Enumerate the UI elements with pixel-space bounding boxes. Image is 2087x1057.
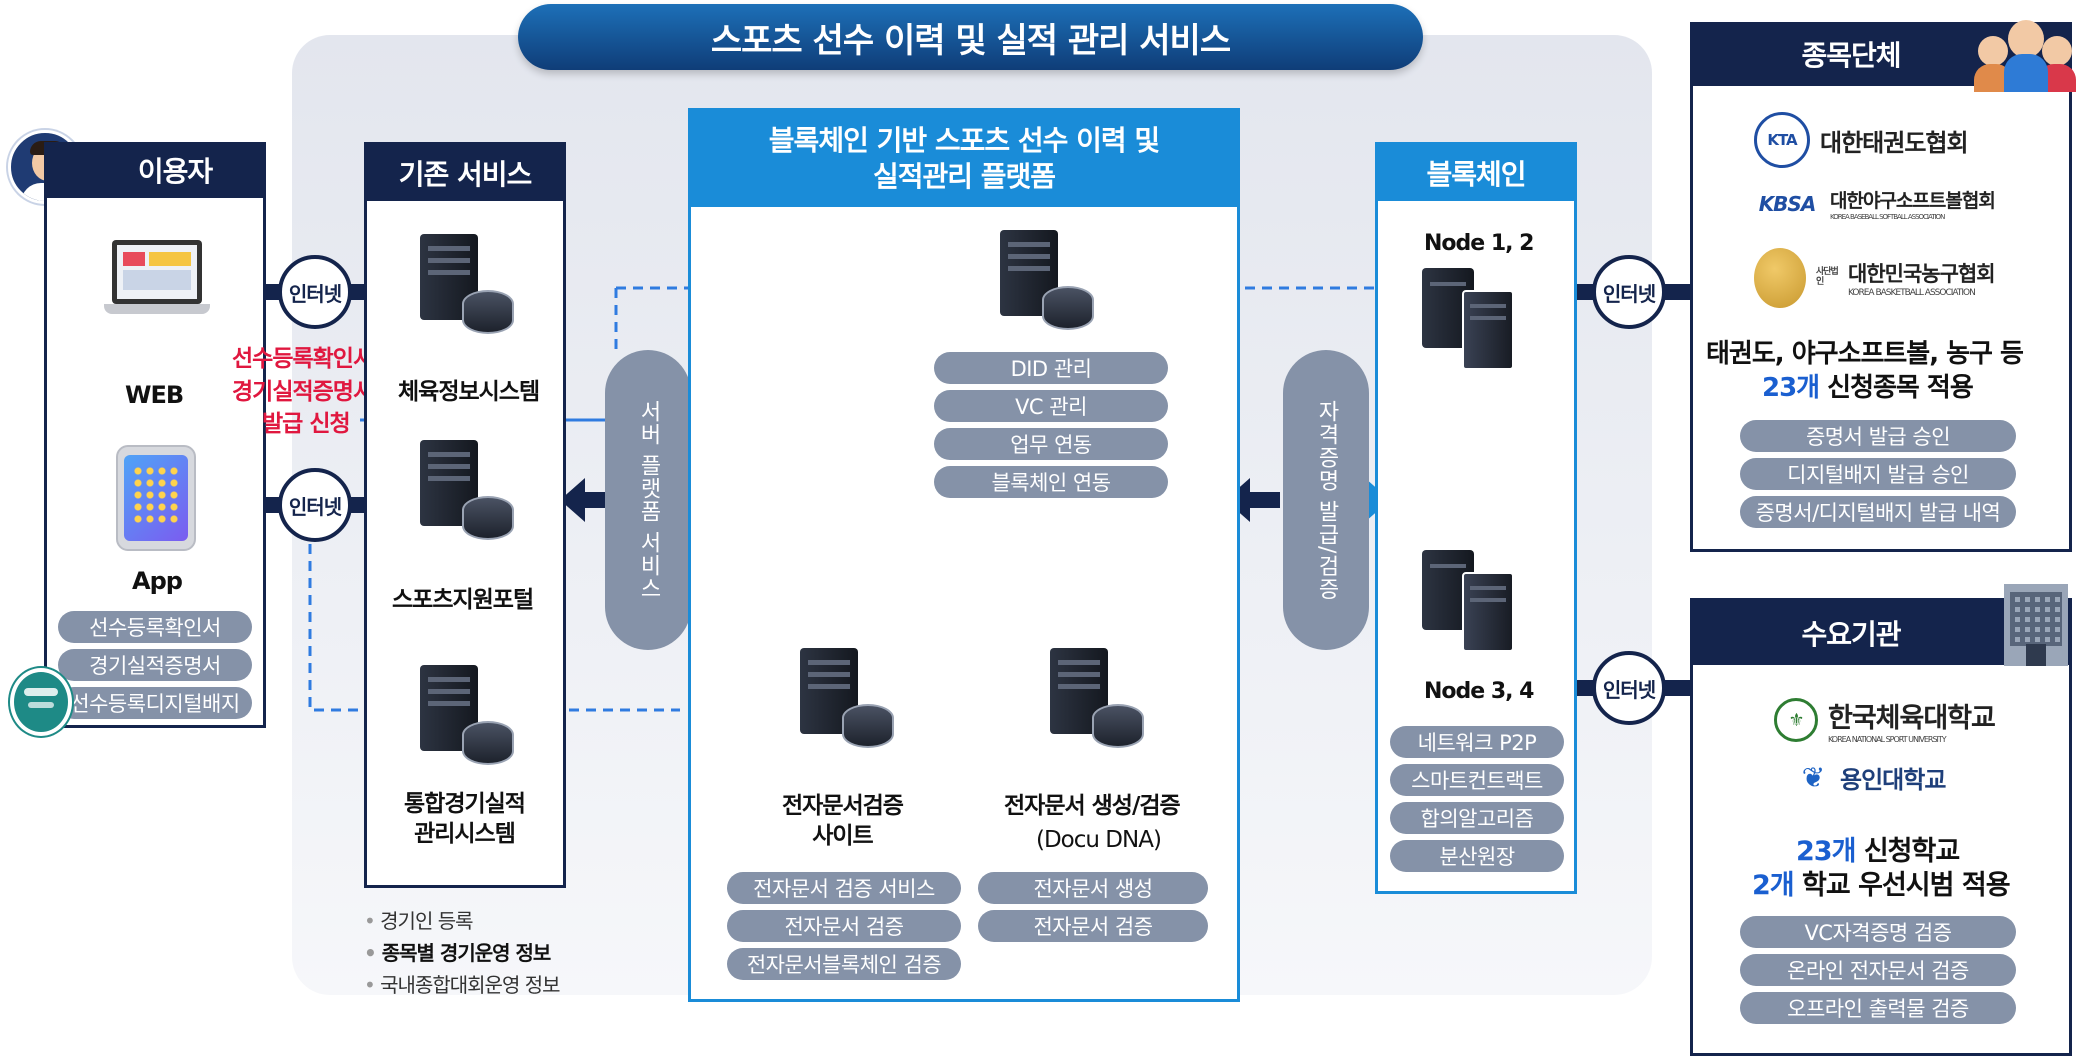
demand-line2-num: 2개	[1752, 870, 1795, 901]
user-item-0: 선수등록확인서	[58, 611, 252, 643]
web-label: WEB	[125, 381, 184, 409]
platform-item-2: 업무 연동	[934, 428, 1168, 460]
demand-line2-text: 학교 우선시범 적용	[1793, 870, 2011, 901]
internet-circle-node12: 인터넷	[1592, 255, 1666, 329]
sports-org-count: 23개	[1762, 373, 1820, 403]
demand-line1: 23개 신청학교	[1796, 834, 1960, 869]
org-knsu-sub: KOREA NATIONAL SPORT UNIVERSITY	[1828, 735, 1947, 744]
smartphone-icon	[116, 445, 196, 551]
laptop-icon	[104, 240, 210, 340]
credential-pill-label: 자격증명 발급/검증	[1314, 399, 1339, 601]
demand-line1-num: 23개	[1796, 836, 1856, 867]
kta-logo-icon: KTA	[1754, 112, 1810, 168]
platform-item-0: DID 관리	[934, 352, 1168, 384]
server-icon-platform-core	[1000, 230, 1100, 330]
digital-badge-icon	[10, 668, 72, 736]
sports-org-count-text: 신청종목 적용	[1819, 373, 1974, 403]
user-header: 이용자	[44, 142, 266, 198]
request-text-0: 선수등록확인서	[232, 346, 374, 372]
org-knsu: ⚜ 한국체육대학교 KOREA NATIONAL SPORT UNIVERSIT…	[1774, 696, 1996, 744]
verify-site-item-0: 전자문서 검증 서비스	[727, 872, 961, 904]
org-knsu-name: 한국체육대학교	[1828, 703, 1996, 734]
blockchain-item-3: 분산원장	[1390, 840, 1564, 872]
user-item-2: 선수등록디지털배지	[58, 687, 252, 719]
request-text-2: 발급 신청	[262, 411, 351, 437]
user-item-1: 경기실적증명서	[58, 649, 252, 681]
demand-org-box: 수요기관	[1690, 598, 2072, 1056]
demand-item-1: 온라인 전자문서 검증	[1740, 954, 2016, 986]
existing-header: 기존 서비스	[367, 145, 563, 201]
knsu-logo-icon: ⚜	[1774, 698, 1818, 742]
node34-label: Node 3, 4	[1424, 679, 1534, 704]
node12-label: Node 1, 2	[1424, 231, 1534, 256]
org-kbsa: KBSA 대한야구소프트볼협회 KOREA BASEBALL SOFTBALL …	[1754, 186, 1996, 221]
building-icon	[2000, 580, 2072, 666]
org-yongin: ❦ 용인대학교	[1796, 760, 1947, 795]
org-kba-mark: 사단법인	[1816, 267, 1839, 287]
platform-item-3: 블록체인 연동	[934, 466, 1168, 498]
server-icon-sports-info	[420, 234, 520, 334]
server-platform-service-pill: 서버 플랫폼 서비스	[605, 350, 691, 650]
platform-box: 블록체인 기반 스포츠 선수 이력 및 실적관리 플랫폼	[688, 108, 1240, 1002]
demand-item-0: VC자격증명 검증	[1740, 916, 2016, 948]
server-platform-service-label: 서버 플랫폼 서비스	[636, 400, 661, 600]
org-kba-sub: KOREA BASKETBALL ASSOCIATION	[1848, 288, 1976, 298]
basketball-logo-icon	[1754, 248, 1806, 308]
platform-item-1: VC 관리	[934, 390, 1168, 422]
demand-line2: 2개 학교 우선시범 적용	[1752, 868, 2011, 903]
blockchain-item-1: 스마트컨트랙트	[1390, 764, 1564, 796]
org-kbsa-name: 대한야구소프트볼협회	[1830, 190, 1996, 212]
docu-label: 전자문서 생성/검증	[1004, 793, 1181, 819]
demand-line1-text: 신청학교	[1855, 836, 1960, 867]
sports-org-summary1: 태권도, 야구소프트볼, 농구 등	[1706, 339, 2024, 369]
node-server-icon-2	[1422, 550, 1532, 654]
blockchain-item-2: 합의알고리즘	[1390, 802, 1564, 834]
blockchain-header: 블록체인	[1378, 145, 1574, 201]
bullet-2: 국내종합대회운영 정보	[364, 969, 560, 1001]
verify-site-label: 전자문서검증 사이트	[782, 793, 904, 849]
internet-circle-node34: 인터넷	[1592, 651, 1666, 725]
org-kta-name: 대한태권도협회	[1820, 128, 1969, 157]
people-group-icon	[1974, 12, 2084, 92]
docu-sublabel: (Docu DNA)	[1036, 827, 1162, 853]
sports-org-item-2: 증명서/디지털배지 발급 내역	[1740, 496, 2016, 528]
verify-site-item-2: 전자문서블록체인 검증	[727, 948, 961, 980]
docu-item-1: 전자문서 검증	[978, 910, 1208, 942]
internet-circle-app: 인터넷	[278, 468, 352, 542]
org-yongin-name: 용인대학교	[1840, 766, 1946, 794]
platform-header: 블록체인 기반 스포츠 선수 이력 및 실적관리 플랫폼	[691, 111, 1237, 207]
sports-org-item-0: 증명서 발급 승인	[1740, 420, 2016, 452]
request-text-1: 경기실적증명서	[232, 379, 374, 405]
sports-org-summary2: 23개 신청종목 적용	[1762, 372, 1974, 406]
org-kbsa-sub: KOREA BASEBALL SOFTBALL ASSOCIATION	[1830, 213, 1945, 221]
bullet-1: 종목별 경기운영 정보	[364, 937, 560, 969]
org-kba-name: 대한민국농구협회	[1848, 262, 1996, 286]
demand-item-2: 오프라인 출력물 검증	[1740, 992, 2016, 1024]
kbsa-logo-icon: KBSA	[1758, 191, 1817, 216]
blockchain-item-0: 네트워크 P2P	[1390, 726, 1564, 758]
system-label-sports-info: 체육정보시스템	[398, 379, 540, 405]
server-icon-sports-portal	[420, 440, 520, 540]
org-kta: KTA 대한태권도협회	[1754, 112, 1969, 168]
node-server-icon-1	[1422, 268, 1532, 372]
verify-site-item-1: 전자문서 검증	[727, 910, 961, 942]
docu-item-0: 전자문서 생성	[978, 872, 1208, 904]
system-label-integrated: 통합경기실적 관리시스템	[404, 791, 526, 847]
internet-circle-web: 인터넷	[278, 255, 352, 329]
app-label: App	[132, 567, 183, 595]
credential-pill: 자격증명 발급/검증	[1283, 350, 1369, 650]
system-label-sports-portal: 스포츠지원포털	[392, 587, 534, 613]
org-kba: 사단법인 대한민국농구협회 KOREA BASKETBALL ASSOCIATI…	[1754, 248, 1996, 308]
sports-org-item-1: 디지털배지 발급 승인	[1740, 458, 2016, 490]
yongin-logo-icon: ❦	[1801, 761, 1825, 794]
server-icon-docu-dna	[1050, 648, 1150, 748]
server-icon-verify-site	[800, 648, 900, 748]
bullet-0: 경기인 등록	[364, 905, 560, 937]
page-title: 스포츠 선수 이력 및 실적 관리 서비스	[518, 4, 1423, 70]
server-icon-integrated	[420, 665, 520, 765]
existing-bullets: 경기인 등록 종목별 경기운영 정보 국내종합대회운영 정보	[364, 905, 560, 1001]
